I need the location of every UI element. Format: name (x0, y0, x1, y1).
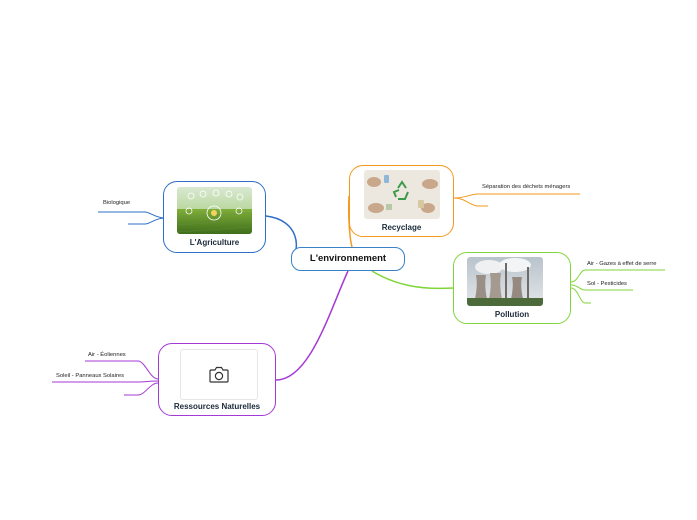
topic-agriculture[interactable]: L'Agriculture (163, 181, 266, 253)
leaf-sol-pesticides[interactable]: Sol - Pesticides (587, 281, 627, 287)
leaf-line-pollution-1 (570, 269, 665, 283)
leaf-line-recyclage-1 (453, 193, 580, 199)
leaf-separation-dechets[interactable]: Séparation des déchets ménagers (482, 184, 571, 190)
recyclage-title: Recyclage (381, 223, 422, 232)
power-plant-photo (467, 257, 543, 306)
image-placeholder (180, 349, 258, 400)
leaf-biologique[interactable]: Biologique (103, 200, 131, 206)
topic-recyclage[interactable]: Recyclage (349, 165, 454, 237)
leaf-line-agriculture-1 (98, 211, 166, 219)
leaf-soleil-panneaux[interactable]: Soleil - Panneaux Solaires (56, 373, 124, 379)
leaf-line-agriculture-2 (128, 217, 166, 225)
central-topic[interactable]: L'environnement (291, 247, 405, 271)
agriculture-photo (177, 187, 252, 234)
leaf-air-gazes[interactable]: Air - Gazes à effet de serre (587, 261, 657, 267)
pollution-title: Pollution (494, 310, 530, 319)
recycling-photo (364, 170, 440, 219)
leaf-air-eoliennes[interactable]: Air - Éoliennes (88, 352, 126, 358)
link-ressources (275, 270, 349, 381)
leaf-line-pollution-2 (570, 284, 633, 291)
topic-pollution[interactable]: Pollution (453, 252, 571, 324)
leaf-line-recyclage-2 (453, 197, 488, 207)
agriculture-title: L'Agriculture (189, 238, 240, 247)
link-pollution (371, 270, 454, 290)
ressources-title: Ressources Naturelles (173, 402, 261, 411)
leaf-line-ressources-1 (85, 360, 159, 380)
camera-icon (209, 366, 229, 383)
leaf-line-pollution-3 (570, 287, 591, 304)
leaf-line-ressources-3 (124, 382, 159, 396)
leaf-line-ressources-2 (52, 380, 159, 383)
topic-ressources-naturelles[interactable]: Ressources Naturelles (158, 343, 276, 416)
